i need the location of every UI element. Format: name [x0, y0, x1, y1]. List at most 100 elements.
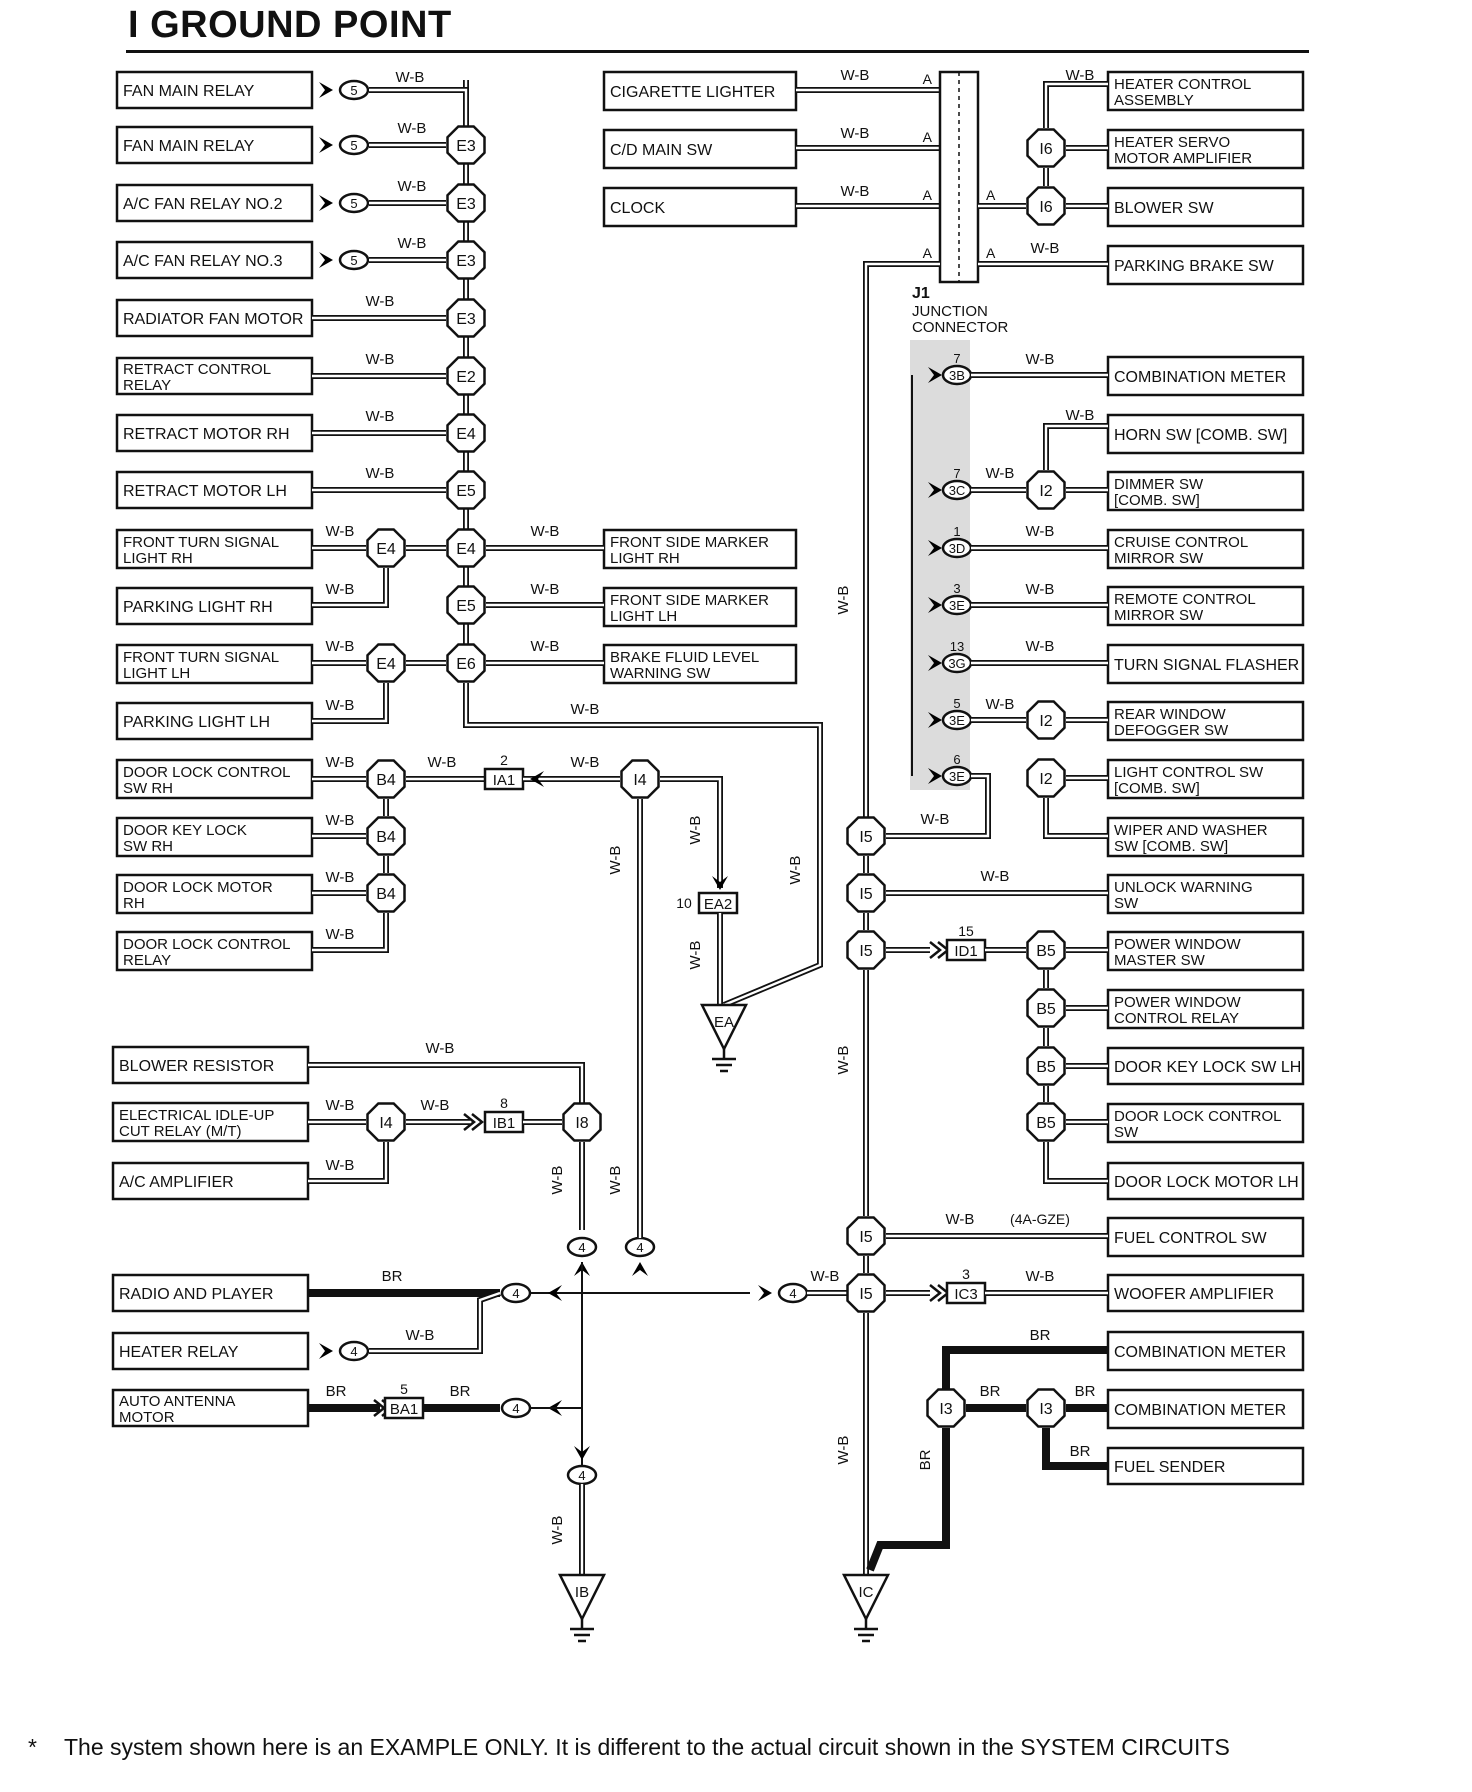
arrow-right: [928, 768, 942, 784]
connector-code: E4: [456, 426, 476, 443]
wire-color-label: W-B: [921, 811, 950, 828]
connector-code: E6: [456, 656, 476, 673]
connector-octagon: [846, 816, 886, 856]
component-label: MIRROR SW: [1114, 550, 1204, 567]
component-box: [1106, 1216, 1305, 1258]
small-connector-code: 4: [578, 1240, 585, 1255]
wire-color-label: W-B: [1026, 1268, 1055, 1285]
component-box: [602, 186, 798, 228]
ground-point-IC: [841, 1573, 891, 1622]
component-box: [1106, 413, 1305, 455]
component-label: UNLOCK WARNING: [1114, 879, 1253, 896]
component-label: [COMB. SW]: [1114, 780, 1200, 797]
connector-code: B5: [1036, 1001, 1056, 1018]
wire: [1043, 798, 1108, 839]
junction-connector-name: JUNCTION: [912, 303, 988, 320]
wire-color-label: W-B: [607, 1166, 624, 1195]
connector-code: E4: [456, 541, 476, 558]
connector-code: I4: [379, 1115, 392, 1132]
small-connector-code: 5: [350, 83, 357, 98]
component-box: [602, 128, 798, 170]
connector-code: I5: [859, 829, 872, 846]
wire-color-label: W-B: [398, 235, 427, 252]
connector-box-code: IA1: [493, 772, 516, 789]
component-fan-main-relay: [115, 70, 314, 110]
wire-color-label: W-B: [326, 638, 355, 655]
connector-octagon: [846, 930, 886, 970]
component-box: [602, 643, 798, 685]
component-label: DOOR LOCK MOTOR LH: [1114, 1174, 1299, 1191]
junction-pin-code: 3D: [949, 541, 966, 556]
component-label: A/C AMPLIFIER: [119, 1174, 234, 1191]
component-label: POWER WINDOW: [1114, 994, 1241, 1011]
component-3: [115, 240, 314, 280]
component-box: [111, 1273, 310, 1313]
connector-E4: [446, 528, 486, 568]
junction-pin-number: 5: [953, 696, 960, 711]
component-label: DOOR KEY LOCK: [123, 822, 247, 839]
wire-color-label: W-B: [571, 754, 600, 771]
component-label: A/C FAN RELAY NO.2: [123, 196, 283, 213]
component-label: CRUISE CONTROL: [1114, 534, 1248, 551]
connector-E3: [446, 125, 486, 165]
connector-octagon: [366, 816, 406, 856]
connector-octagon: [846, 873, 886, 913]
component-box: [111, 1045, 310, 1085]
component-label: RH: [123, 895, 145, 912]
arrow-right: [928, 367, 942, 383]
small-connector-code: 4: [512, 1401, 519, 1416]
component-label: AUTO ANTENNA: [119, 1393, 235, 1410]
connector-E2: [446, 356, 486, 396]
component-box: [115, 643, 314, 685]
wire-color-label: W-B: [406, 1327, 435, 1344]
connector-code: E3: [456, 253, 476, 270]
arrow-right: [319, 82, 333, 98]
wire: [1043, 1142, 1108, 1184]
small-connector: [566, 1236, 598, 1258]
connector-code: E5: [456, 598, 476, 615]
component-label: RADIO AND PLAYER: [119, 1286, 273, 1303]
wire-color-label: W-B: [1066, 407, 1095, 424]
small-connector: [338, 1340, 370, 1362]
wire-color-label: BR: [326, 1383, 347, 1400]
junction-pin-number: 7: [953, 466, 960, 481]
connector-E3: [446, 298, 486, 338]
wire-color-label: W-B: [326, 523, 355, 540]
component-label: LIGHT RH: [610, 550, 680, 567]
ground-point-IB: [557, 1573, 607, 1622]
connector-E5: [446, 470, 486, 510]
component-label: SW: [1114, 1124, 1139, 1141]
component-label: RELAY: [123, 377, 171, 394]
wire-color-label: W-B: [986, 696, 1015, 713]
wire: [1043, 423, 1108, 470]
junction-pin-code: 3G: [948, 656, 965, 671]
component-label: RETRACT MOTOR RH: [123, 426, 290, 443]
component-label: SW RH: [123, 838, 173, 855]
connector-octagon: [366, 643, 406, 683]
arrow-right: [319, 1343, 333, 1359]
connector-code: I4: [633, 772, 646, 789]
wire-color-label: W-B: [549, 1516, 566, 1545]
page-title: I GROUND POINT: [128, 4, 452, 46]
wire-color-label: BR: [450, 1383, 471, 1400]
component-label: FRONT SIDE MARKER: [610, 592, 769, 609]
double-arrow: [929, 941, 943, 959]
connector-E6: [446, 643, 486, 683]
wire-color-label: W-B: [549, 1166, 566, 1195]
junction-pin-a: A: [923, 129, 933, 145]
component-label: DOOR KEY LOCK SW LH: [1114, 1059, 1301, 1076]
component-label: COMBINATION METER: [1114, 1402, 1286, 1419]
connector-code: E4: [376, 656, 396, 673]
component-label: DOOR LOCK CONTROL: [123, 764, 291, 781]
component-label: A/C FAN RELAY NO.3: [123, 253, 283, 270]
wire-color-label: W-B: [326, 697, 355, 714]
wire-color-label: W-B: [835, 1436, 852, 1465]
component-box: [1106, 1388, 1305, 1430]
connector-code: B5: [1036, 1059, 1056, 1076]
component-label: CIGARETTE LIGHTER: [610, 84, 775, 101]
title-rule: [126, 50, 1309, 53]
wire-color-label: W-B: [841, 67, 870, 84]
connector-code: E4: [376, 541, 396, 558]
wire-color-label: W-B: [398, 178, 427, 195]
